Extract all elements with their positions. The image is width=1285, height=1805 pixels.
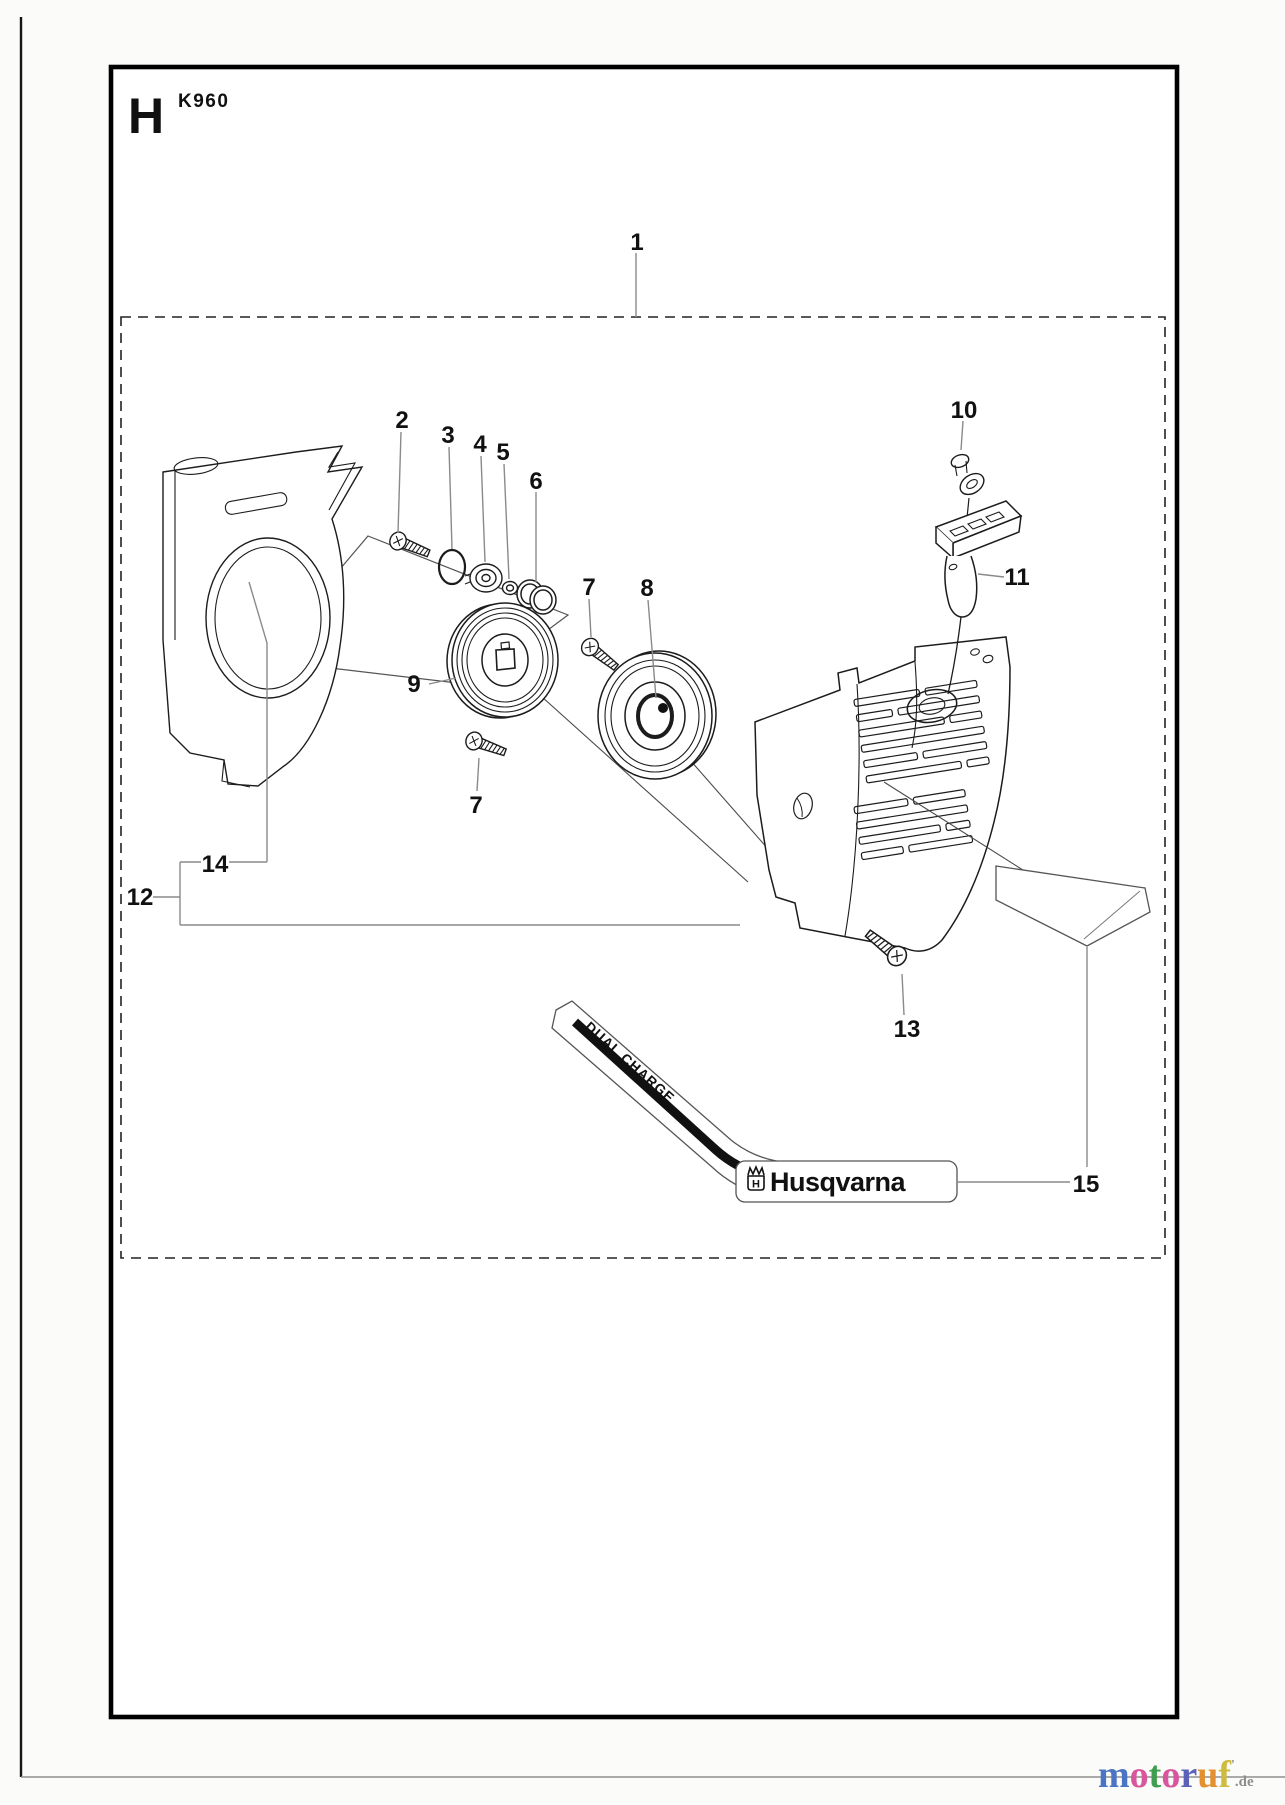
assembly-group-dashed-box (120, 316, 1166, 1259)
washer-5-drawing (501, 580, 519, 596)
retaining-ring-3-drawing (437, 548, 467, 586)
callout-5: 5 (496, 439, 509, 466)
callout-12: 12 (127, 884, 154, 911)
watermark-letter: o (1161, 1754, 1181, 1796)
callout-4: 4 (473, 431, 487, 458)
watermark-letter: m (1098, 1754, 1130, 1796)
callout-9: 9 (407, 671, 420, 698)
watermark-letter: f (1218, 1754, 1231, 1796)
motoruf-watermark-link[interactable]: motoruf'.de (1098, 1747, 1285, 1801)
pawl-hub-4-drawing (464, 563, 503, 593)
model-label: K960 (178, 91, 229, 112)
starter-rope-line (947, 616, 962, 695)
watermark-letter: r (1180, 1754, 1198, 1796)
starter-pulley-9-drawing (446, 602, 559, 719)
callout-1: 1 (630, 229, 643, 256)
air-intake-grille-upper (853, 679, 990, 784)
callout-14: 14 (202, 851, 229, 878)
section-letter: H (128, 88, 164, 144)
watermark-letter: u (1197, 1754, 1219, 1796)
callout-13: 13 (894, 1016, 921, 1043)
callout-3: 3 (441, 422, 454, 449)
callout-8: 8 (640, 575, 653, 602)
husqvarna-crown-icon: H (747, 1164, 765, 1191)
blank-strip-decal-drawing (995, 865, 1151, 947)
callout-10: 10 (951, 397, 978, 424)
watermark-apostrophe: ' (1230, 1758, 1235, 1773)
callout-6: 6 (529, 468, 542, 495)
callout-11: 11 (1004, 564, 1029, 591)
callout-7b: 7 (469, 792, 482, 819)
scan-frame (19, 17, 1285, 1778)
rope-guide-10-drawing (950, 453, 985, 519)
callout-numbers: 1 2 3 4 5 6 7 7 8 9 10 11 12 13 14 15 (127, 229, 1100, 1198)
spring-coupler-6-drawing (516, 579, 557, 615)
svg-text:H: H (752, 1179, 760, 1191)
air-intake-grille-lower (853, 789, 974, 861)
starter-cover-drawing (754, 636, 1011, 952)
decal-brand-text: Husqvarna (770, 1167, 907, 1197)
fan-housing-drawing (162, 445, 364, 788)
starter-handle-11-drawing (934, 500, 1023, 695)
callout-2: 2 (395, 407, 408, 434)
dual-charge-decal-drawing: DUAL CHARGE H Husqvarna (551, 1000, 958, 1203)
leader-lines (153, 253, 1088, 1183)
callout-15: 15 (1073, 1171, 1100, 1198)
watermark-letter: o (1129, 1754, 1149, 1796)
rewind-spring-housing-8-drawing (597, 650, 717, 780)
watermark-domain-suffix: .de (1234, 1774, 1254, 1790)
callout-7a: 7 (582, 574, 595, 601)
watermark-letter: t (1148, 1754, 1162, 1796)
